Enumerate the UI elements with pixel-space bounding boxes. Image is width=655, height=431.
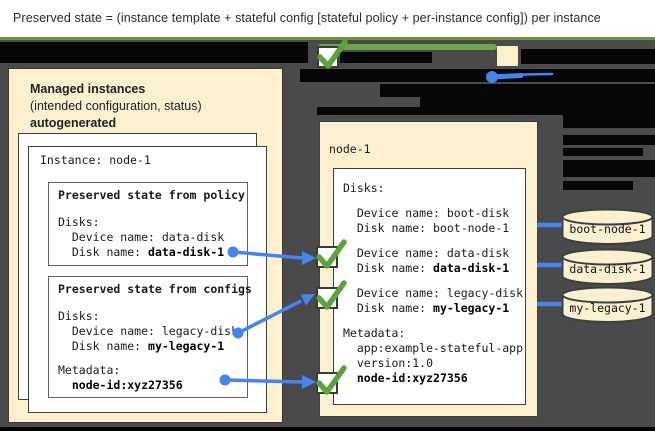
disk-cylinder-icon	[561, 208, 654, 245]
managed-instances-subheading: (intended configuration, status)	[30, 99, 202, 113]
node-line: version:1.0	[343, 356, 434, 370]
configs-box-title: Preserved state from configs	[58, 282, 252, 296]
disk-cylinder-icon	[561, 248, 654, 285]
node-line: Disks:	[343, 181, 385, 195]
redaction-bar	[420, 97, 655, 115]
redaction-bar	[563, 115, 655, 128]
node-line	[343, 371, 357, 385]
node-line-value: node-id:xyz27356	[356, 371, 468, 385]
legend-cream-swatch	[497, 46, 518, 66]
redaction-bar	[521, 49, 655, 64]
redaction-bar	[380, 84, 655, 97]
policy-line: Disk name:	[58, 245, 149, 259]
disk-label: boot-node-1	[569, 222, 646, 236]
managed-instances-heading: Managed instances	[30, 82, 146, 96]
redaction-bar	[0, 42, 308, 63]
node-line-value: my-legacy-1	[433, 301, 510, 315]
legend-green-line	[318, 44, 497, 50]
configs-line: Disk name:	[58, 339, 149, 353]
title-bar: Preserved state = (instance template + s…	[0, 0, 655, 40]
node-line: Device name: data-disk	[343, 246, 510, 260]
configs-line: Metadata:	[58, 363, 121, 377]
node-line-value: data-disk-1	[433, 261, 510, 275]
instance-label: Instance: node-1	[40, 153, 151, 167]
redaction-bar	[563, 181, 633, 190]
policy-line-value: data-disk-1	[148, 245, 225, 259]
redaction-bar	[563, 148, 643, 156]
node-line: Device name: boot-disk	[343, 206, 510, 220]
stateful-checkbox-metadata	[316, 372, 338, 394]
stateful-checkbox-legacy-disk	[316, 287, 338, 309]
configs-line	[58, 378, 72, 392]
policy-line: Device name: data-disk	[58, 230, 225, 244]
node-line: Disk name:	[343, 261, 434, 275]
node-line: Metadata:	[343, 326, 406, 340]
configs-box	[48, 276, 248, 398]
configs-line: Disks:	[58, 309, 100, 323]
disk-cylinder-icon	[561, 286, 654, 323]
node-line: Disk name: boot-node-1	[343, 221, 510, 235]
configs-line-value: my-legacy-1	[148, 339, 225, 353]
redaction-bar	[317, 107, 420, 115]
configs-line-value: node-id:xyz27356	[71, 378, 183, 392]
stateful-checkbox-data-disk	[316, 246, 338, 268]
page-title: Preserved state = (instance template + s…	[13, 11, 601, 25]
redaction-bar	[563, 160, 655, 177]
node-line: app:example-stateful-app	[343, 341, 524, 355]
redaction-bar	[340, 52, 432, 63]
autogenerated-label: autogenerated	[30, 116, 117, 130]
node-panel-title: node-1	[329, 142, 371, 156]
redaction-bar	[300, 69, 655, 82]
node-state-box	[333, 168, 526, 405]
node-line: Device name: legacy-disk	[343, 286, 524, 300]
disk-label: my-legacy-1	[569, 301, 646, 315]
policy-box-title: Preserved state from policy	[58, 188, 245, 202]
legend-checkbox	[317, 46, 339, 68]
configs-line: Device name: legacy-disk	[58, 324, 239, 338]
policy-line: Disks:	[58, 215, 100, 229]
redaction-bar	[563, 135, 655, 145]
node-line: Disk name:	[343, 301, 434, 315]
bottom-border	[0, 427, 655, 431]
disk-label: data-disk-1	[569, 262, 646, 276]
policy-box	[48, 182, 248, 266]
